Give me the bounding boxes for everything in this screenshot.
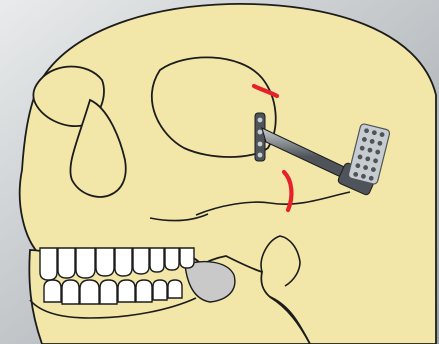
upper-tooth-5 (115, 248, 132, 276)
lower-tooth-3 (80, 280, 99, 304)
lower-tooth-5 (118, 280, 135, 302)
screw-hole-1 (258, 118, 263, 123)
upper-tooth-7 (150, 248, 164, 272)
screw-hole-3 (258, 142, 263, 147)
lower-tooth-1 (44, 280, 61, 302)
lower-tooth-4 (100, 280, 117, 304)
upper-tooth-2 (58, 248, 75, 278)
upper-tooth-4 (96, 248, 114, 276)
upper-tooth-9 (180, 248, 194, 268)
lower-tooth-7 (153, 280, 167, 300)
upper-tooth-3 (76, 248, 95, 278)
lower-teeth (44, 280, 182, 304)
upper-tooth-1 (40, 248, 57, 280)
upper-tooth-6 (133, 248, 149, 274)
lower-tooth-2 (62, 280, 79, 304)
lower-tooth-8 (168, 280, 182, 298)
lower-tooth-6 (136, 280, 152, 302)
upper-tooth-8 (165, 248, 179, 270)
screw-hole-4 (258, 153, 263, 158)
screw-hole-2 (258, 130, 263, 135)
